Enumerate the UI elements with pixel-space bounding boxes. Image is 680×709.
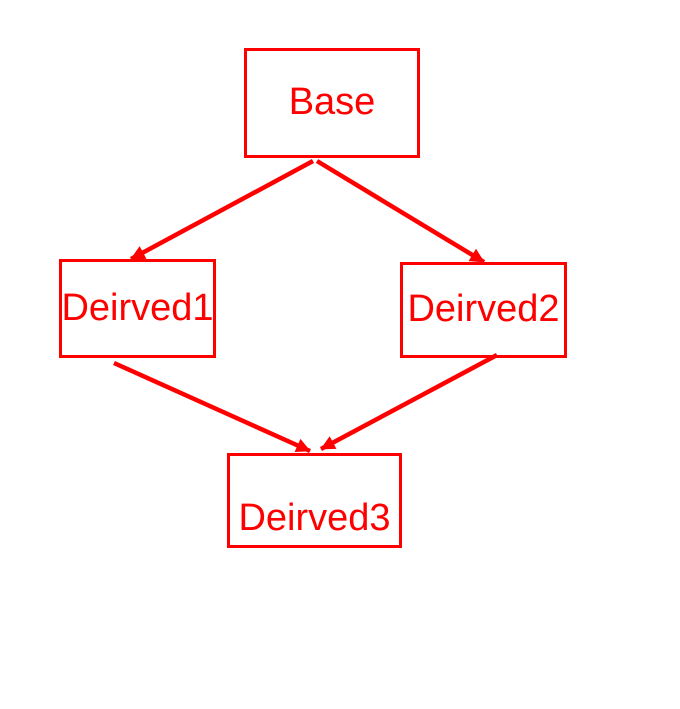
- node-derived3: Deirved3: [227, 453, 402, 548]
- node-derived2-label: Deirved2: [407, 288, 560, 331]
- node-base: Base: [244, 48, 420, 158]
- arrow-base-to-derived1: [129, 159, 315, 261]
- node-derived2: Deirved2: [400, 262, 567, 358]
- node-base-label: Base: [288, 81, 376, 124]
- node-derived1: Deirved1: [59, 259, 216, 358]
- arrow-derived1-to-derived3: [113, 360, 311, 454]
- arrow-derived2-to-derived3: [319, 353, 499, 451]
- node-derived1-label: Deirved1: [61, 286, 214, 329]
- arrow-base-to-derived2: [315, 159, 486, 264]
- node-derived3-label: Deirved3: [238, 497, 391, 540]
